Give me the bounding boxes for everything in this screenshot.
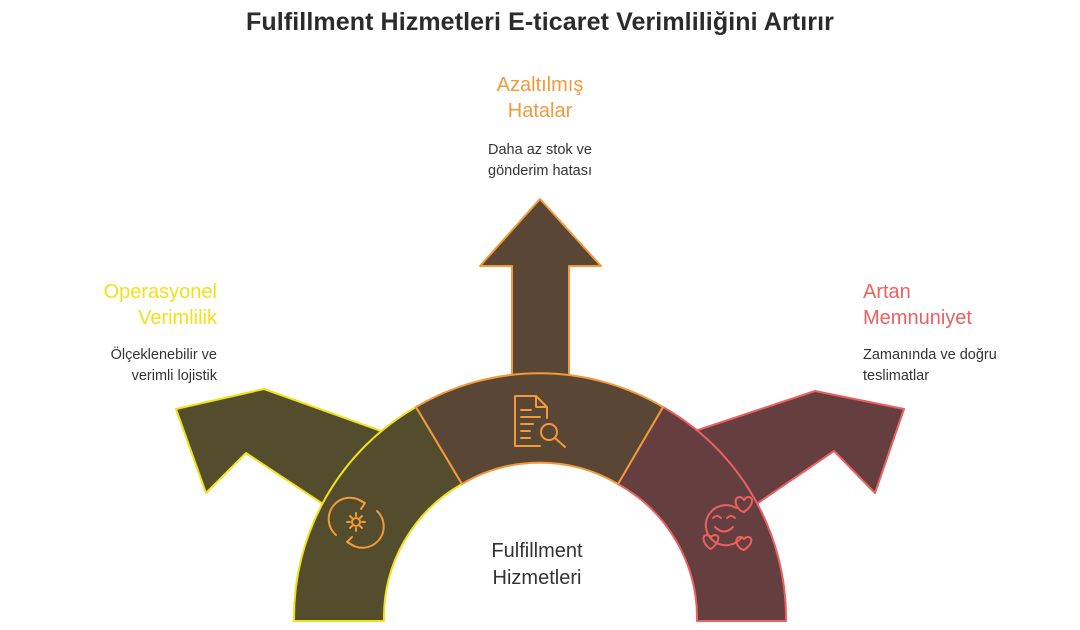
desc-line: Daha az stok ve: [488, 142, 592, 158]
artan-memnuniyet-desc: Zamanında ve doğru teslimatlar: [863, 345, 1063, 387]
happy-face-hearts-icon: [702, 496, 754, 551]
azaltilmis-hatalar-heading: Azaltılmış Hatalar: [440, 72, 640, 124]
desc-line: Ölçeklenebilir ve: [110, 347, 217, 363]
azaltilmis-hatalar-desc: Daha az stok ve gönderim hatası: [440, 140, 640, 182]
heading-line: Artan: [863, 281, 911, 303]
heading-line: Azaltılmış: [496, 74, 584, 96]
heading-line: Operasyonel: [103, 281, 217, 303]
center-label: Fulfillment Hizmetleri: [437, 538, 637, 592]
heading-line: Verimlilik: [138, 307, 217, 329]
middle-arc-segment: [415, 372, 664, 485]
center-line: Fulfillment: [491, 540, 583, 562]
center-line: Hizmetleri: [492, 567, 582, 589]
heading-line: Hatalar: [507, 100, 573, 122]
page-title: Fulfillment Hizmetleri E-ticaret Verimli…: [246, 8, 834, 36]
right-arrow: [691, 390, 905, 506]
desc-line: verimli lojistik: [131, 368, 217, 384]
operasyonel-verimlilik-heading: Operasyonel Verimlilik: [37, 279, 217, 331]
desc-line: gönderim hatası: [488, 163, 592, 179]
left-arrow: [175, 388, 385, 507]
right-arc-segment: [617, 406, 788, 622]
desc-line: teslimatlar: [863, 368, 930, 384]
document-search-icon: [514, 395, 566, 448]
artan-memnuniyet-heading: Artan Memnuniyet: [863, 279, 1063, 331]
gear-cycle-icon: [327, 496, 385, 549]
operasyonel-verimlilik-desc: Ölçeklenebilir ve verimli lojistik: [37, 345, 217, 387]
heading-line: Memnuniyet: [863, 307, 972, 329]
desc-line: Zamanında ve doğru: [863, 347, 997, 363]
